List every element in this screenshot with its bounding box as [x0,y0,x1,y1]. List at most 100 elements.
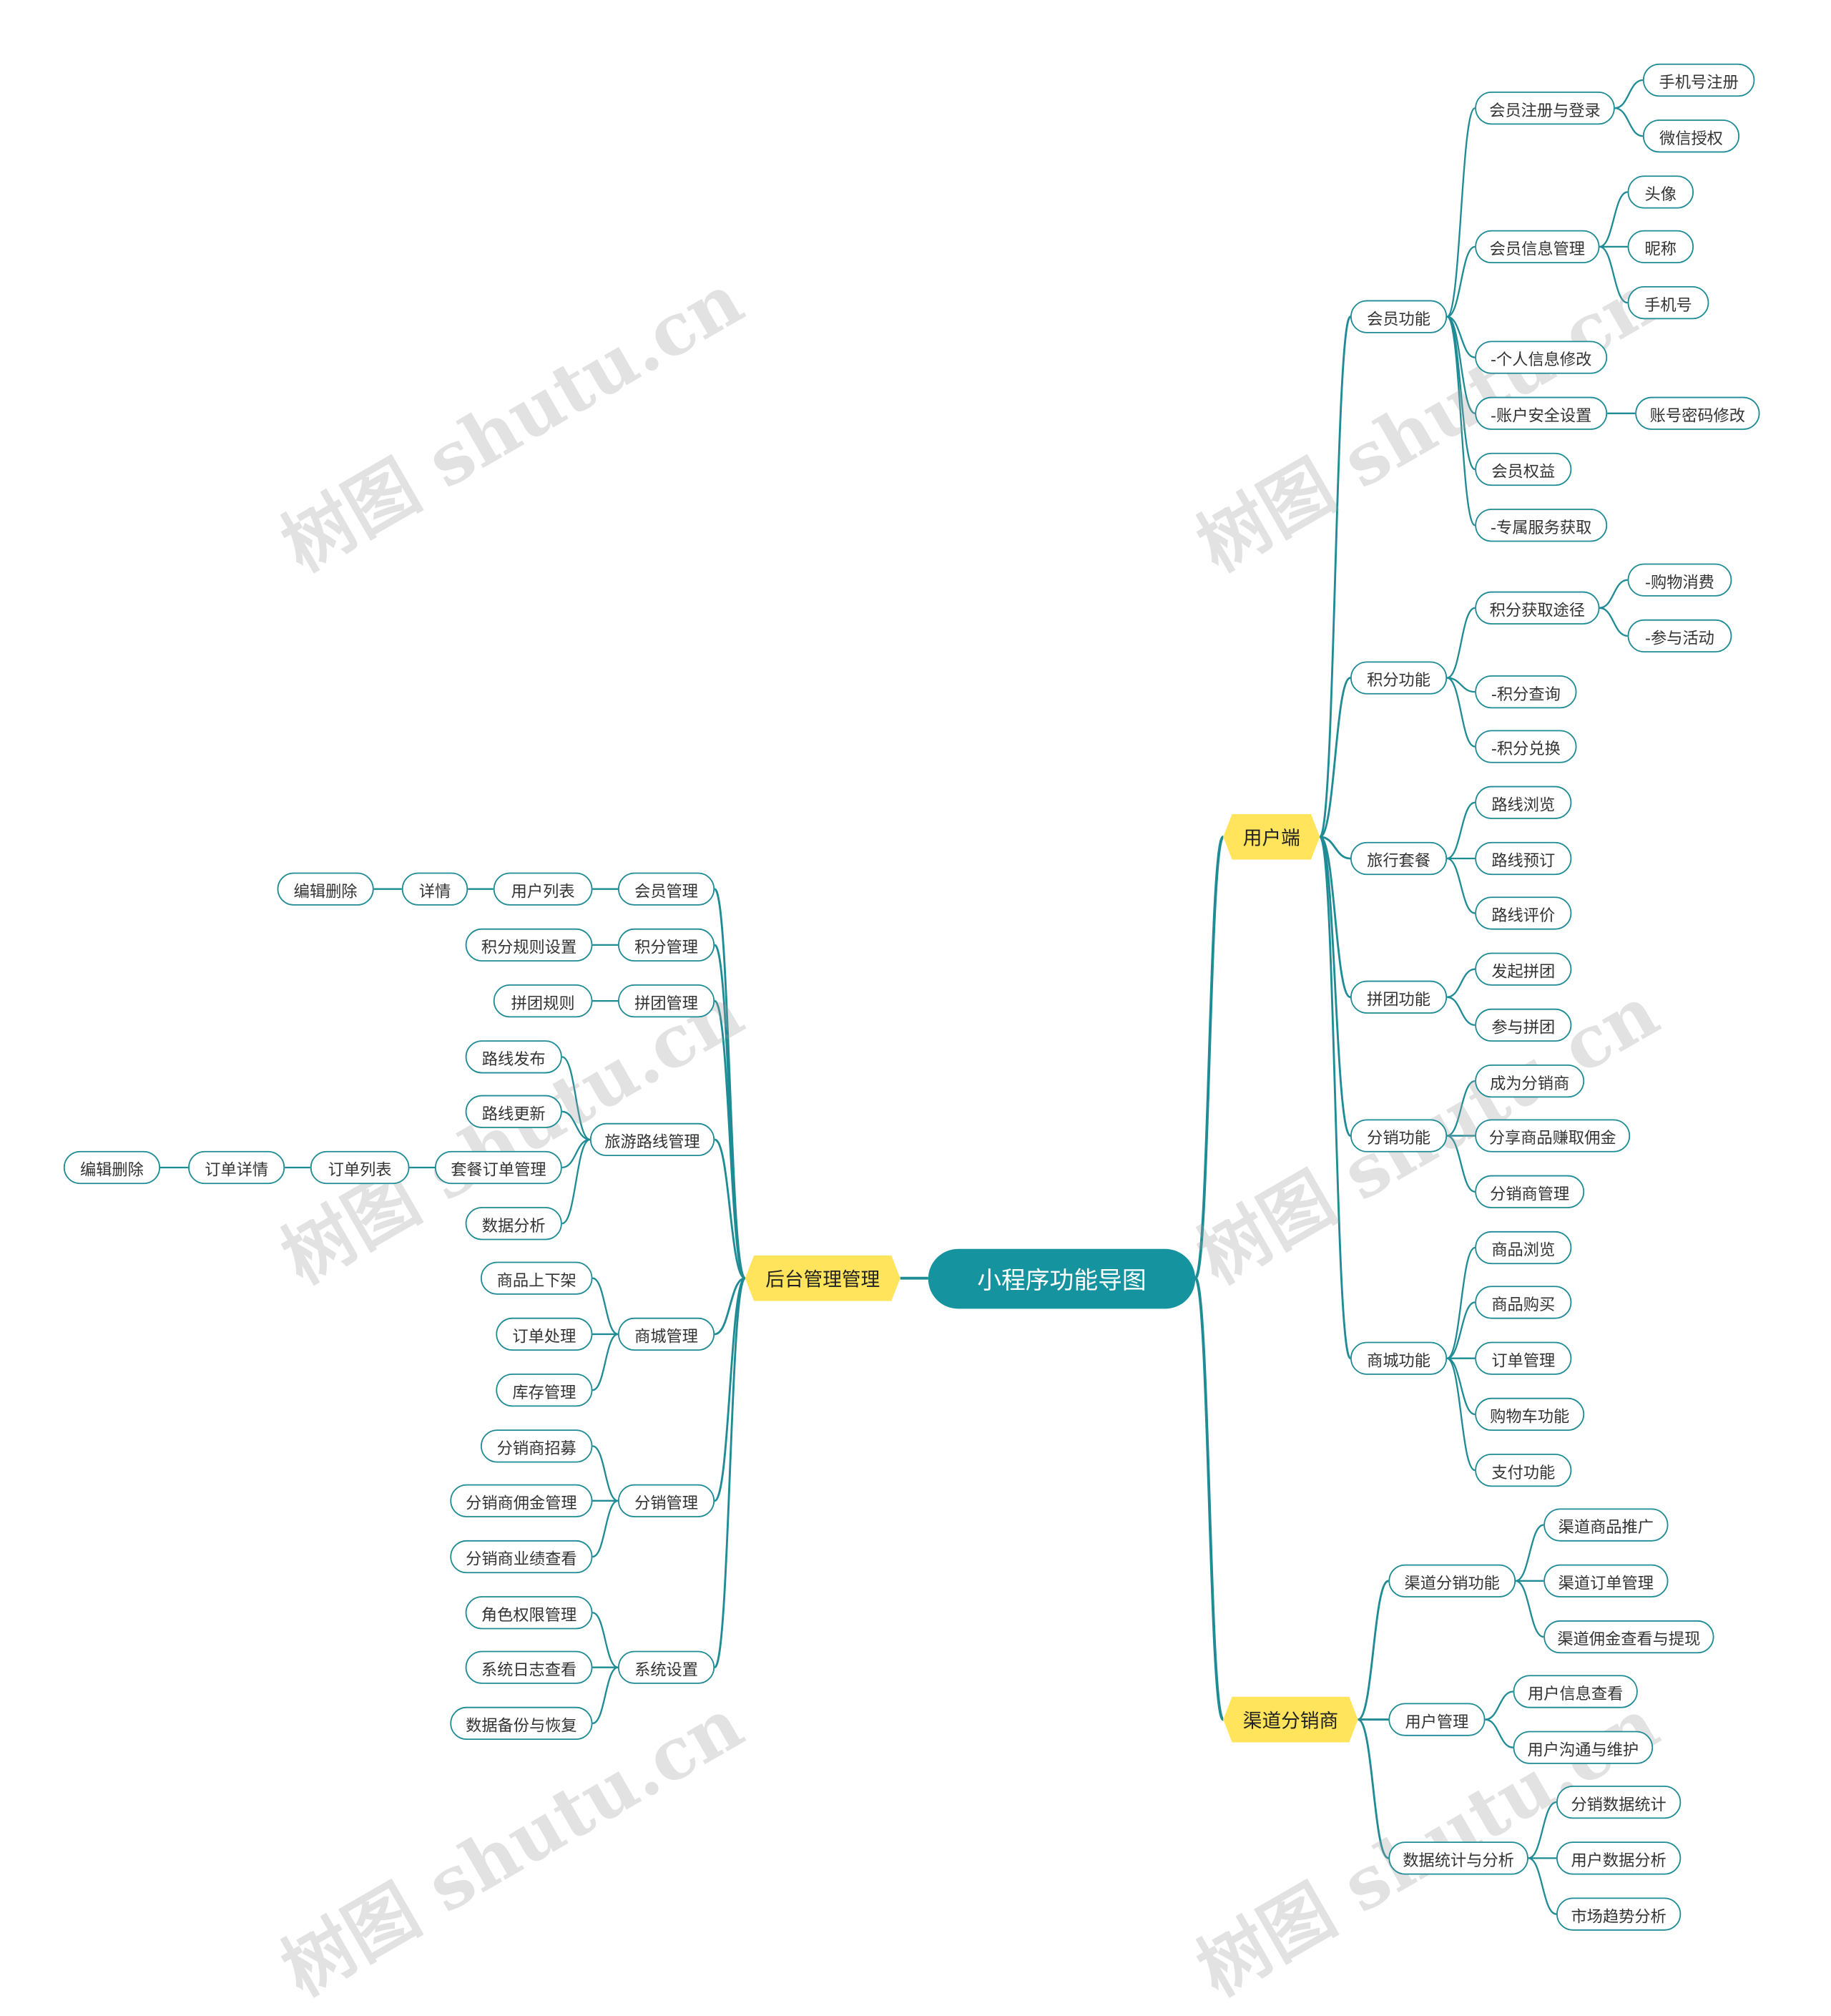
node-member-rights[interactable]: 会员权益 [1475,452,1572,486]
node-join-activity[interactable]: -参与活动 [1627,619,1732,653]
node-member-register-login[interactable]: 会员注册与登录 [1475,92,1615,125]
connector [1614,79,1644,109]
connector [1446,1357,1476,1472]
connector [1446,245,1476,318]
node-stock-manage[interactable]: 库存管理 [496,1374,593,1407]
node-order-manage[interactable]: 订单管理 [1475,1341,1572,1375]
node-goods-buy[interactable]: 商品购买 [1475,1286,1572,1319]
node-shopping-consume[interactable]: -购物消费 [1627,563,1732,597]
node-route-review[interactable]: 路线评价 [1475,896,1572,930]
node-admin-mall[interactable]: 商城管理 [618,1317,715,1351]
connector [1599,245,1628,304]
node-mall-function[interactable]: 商城功能 [1350,1341,1448,1375]
node-phone-register[interactable]: 手机号注册 [1642,63,1755,97]
node-channel-dist-function[interactable]: 渠道分销功能 [1388,1564,1516,1597]
node-admin-travel[interactable]: 旅游路线管理 [589,1122,715,1157]
node-distribution-function[interactable]: 分销功能 [1350,1119,1448,1153]
node-user-data-analysis[interactable]: 用户数据分析 [1556,1841,1682,1875]
node-wechat-auth[interactable]: 微信授权 [1642,119,1740,153]
connector [713,1277,747,1669]
node-channel-commission[interactable]: 渠道佣金查看与提现 [1543,1620,1714,1654]
node-user-info-view[interactable]: 用户信息查看 [1513,1675,1638,1708]
connector [592,1445,619,1502]
node-cart[interactable]: 购物车功能 [1475,1397,1585,1432]
node-edit-delete[interactable]: 编辑删除 [277,872,374,906]
node-distributor-performance[interactable]: 分销商业绩查看 [450,1540,593,1574]
node-user-list[interactable]: 用户列表 [493,872,593,906]
node-member-info[interactable]: 会员信息管理 [1475,230,1600,264]
node-group-rules[interactable]: 拼团规则 [493,984,593,1018]
connector [1318,315,1352,838]
node-member-function[interactable]: 会员功能 [1350,300,1448,333]
node-avatar[interactable]: 头像 [1627,175,1694,209]
node-order-process[interactable]: 订单处理 [496,1317,593,1351]
node-admin-dist[interactable]: 分销管理 [618,1484,715,1517]
connector [713,1277,747,1502]
root-node[interactable]: 小程序功能导图 [928,1248,1196,1309]
node-phone-number[interactable]: 手机号 [1627,286,1709,320]
connector [714,1138,746,1280]
node-route-browse[interactable]: 路线浏览 [1475,786,1572,819]
node-exclusive-service[interactable]: -专属服务获取 [1475,509,1608,542]
connector [592,1277,619,1336]
node-points-query[interactable]: -积分查询 [1475,675,1577,709]
node-admin-group[interactable]: 拼团管理 [618,984,715,1018]
node-password-change[interactable]: 账号密码修改 [1635,396,1760,430]
node-route-booking[interactable]: 路线预订 [1475,841,1572,876]
node-start-group[interactable]: 发起拼团 [1475,952,1572,986]
node-channel-order-manage[interactable]: 渠道订单管理 [1543,1564,1669,1597]
node-distributor-recruit[interactable]: 分销商招募 [481,1429,593,1463]
node-route-update[interactable]: 路线更新 [465,1095,562,1128]
connector [592,1333,619,1391]
node-account-security[interactable]: -账户安全设置 [1475,396,1608,430]
node-travel-package[interactable]: 旅行套餐 [1350,841,1448,876]
branch-user-side[interactable]: 用户端 [1223,814,1320,860]
node-user-manage[interactable]: 用户管理 [1388,1703,1486,1736]
node-detail[interactable]: 详情 [401,872,468,906]
node-order-edit-delete[interactable]: 编辑删除 [63,1150,161,1185]
node-payment[interactable]: 支付功能 [1475,1454,1572,1487]
node-system-log[interactable]: 系统日志查看 [465,1650,593,1684]
connector [1446,607,1476,679]
node-order-detail[interactable]: 订单详情 [188,1150,285,1185]
connector [714,1277,746,1336]
node-role-permission[interactable]: 角色权限管理 [465,1596,593,1630]
node-become-distributor[interactable]: 成为分销商 [1475,1065,1585,1098]
node-market-trend[interactable]: 市场趋势分析 [1556,1897,1682,1931]
node-data-stats[interactable]: 数据统计与分析 [1388,1841,1528,1875]
node-points-ways[interactable]: 积分获取途径 [1475,591,1600,625]
connector [713,944,747,1280]
node-data-analysis[interactable]: 数据分析 [465,1207,562,1241]
node-admin-system[interactable]: 系统设置 [618,1650,715,1684]
node-dist-data-stats[interactable]: 分销数据统计 [1556,1786,1682,1819]
node-share-commission[interactable]: 分享商品赚取佣金 [1475,1119,1631,1153]
node-order-list[interactable]: 订单列表 [310,1150,410,1185]
node-personal-info-edit[interactable]: -个人信息修改 [1475,341,1608,374]
node-join-group[interactable]: 参与拼团 [1475,1008,1572,1042]
node-route-publish[interactable]: 路线发布 [465,1040,562,1074]
branch-channel-distributor[interactable]: 渠道分销商 [1223,1697,1358,1743]
node-distributor-manage[interactable]: 分销商管理 [1475,1175,1585,1208]
connector [1358,1580,1390,1721]
node-points-rules[interactable]: 积分规则设置 [465,928,593,962]
node-points-exchange[interactable]: -积分兑换 [1475,730,1577,763]
connector [1599,579,1628,609]
node-user-communication[interactable]: 用户沟通与维护 [1513,1731,1654,1764]
node-channel-goods-promo[interactable]: 渠道商品推广 [1543,1508,1669,1542]
connector [1446,315,1476,471]
connector [713,888,747,1280]
branch-admin[interactable]: 后台管理管理 [745,1256,900,1301]
node-points-function[interactable]: 积分功能 [1350,661,1448,695]
node-goods-shelf[interactable]: 商品上下架 [481,1261,593,1295]
node-backup-restore[interactable]: 数据备份与恢复 [450,1706,593,1741]
node-group-function[interactable]: 拼团功能 [1350,980,1448,1014]
node-admin-member[interactable]: 会员管理 [618,872,715,906]
node-nickname[interactable]: 昵称 [1627,230,1694,264]
node-goods-browse[interactable]: 商品浏览 [1475,1230,1572,1265]
node-distributor-commission[interactable]: 分销商佣金管理 [450,1484,593,1517]
node-package-orders[interactable]: 套餐订单管理 [435,1150,562,1185]
node-admin-points[interactable]: 积分管理 [618,928,715,962]
connector [1446,315,1476,527]
connector [1599,607,1628,637]
